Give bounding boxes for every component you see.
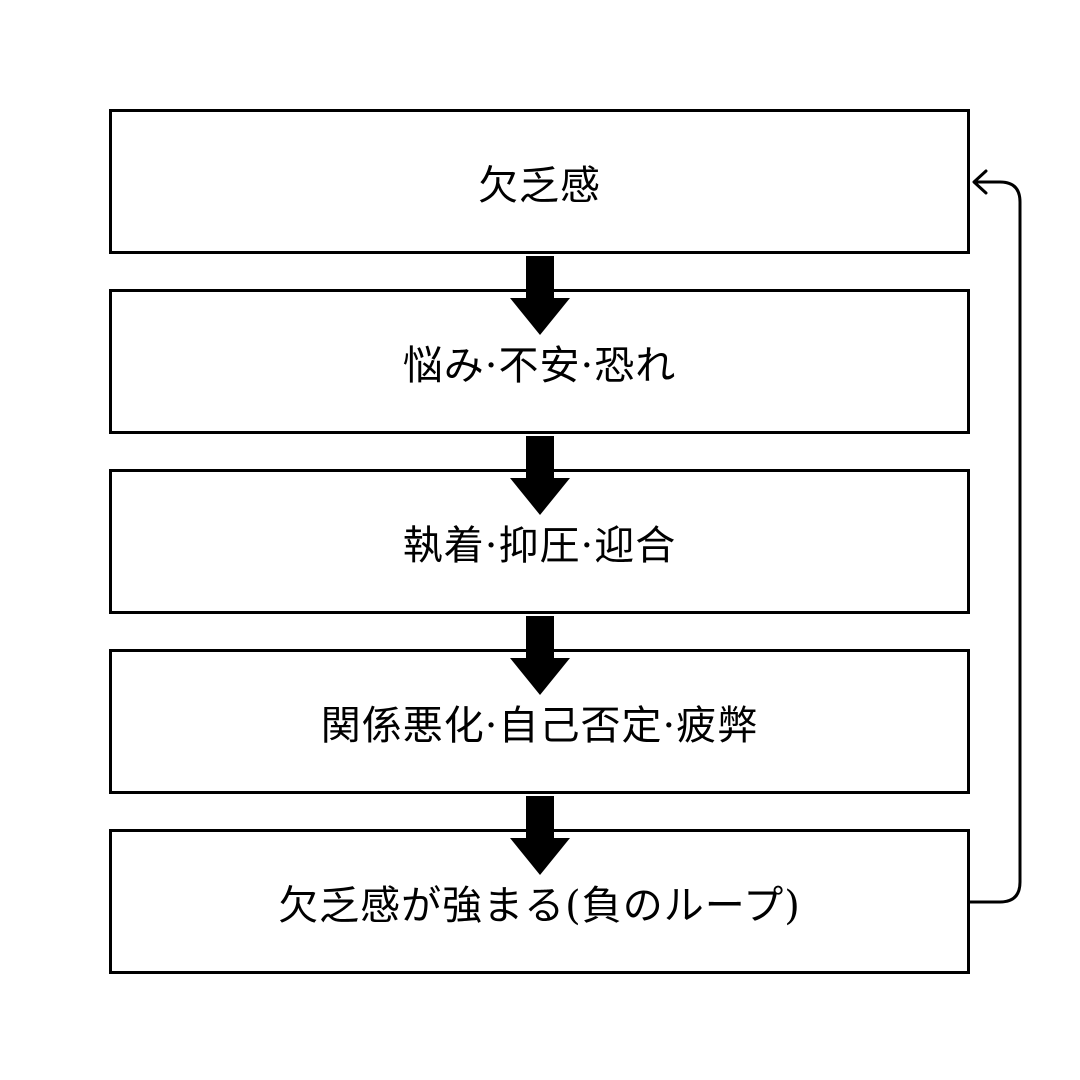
loop-arrowhead-icon — [972, 169, 988, 195]
step-label: 悩み·不安·恐れ — [402, 342, 677, 389]
step-label: 執着·抑圧·迎合 — [402, 522, 677, 569]
step-box-deterioration: 関係悪化·自己否定·疲弊 — [109, 649, 970, 794]
step-box-attachment: 執着·抑圧·迎合 — [109, 469, 970, 614]
step-box-scarcity: 欠乏感 — [109, 109, 970, 254]
step-box-worry: 悩み·不安·恐れ — [109, 289, 970, 434]
step-label: 関係悪化·自己否定·疲弊 — [320, 702, 759, 749]
step-box-negative-loop: 欠乏感が強まる(負のループ) — [109, 829, 970, 974]
step-label: 欠乏感 — [478, 162, 601, 209]
loop-back-line — [970, 180, 1022, 904]
step-label: 欠乏感が強まる(負のループ) — [278, 882, 801, 929]
